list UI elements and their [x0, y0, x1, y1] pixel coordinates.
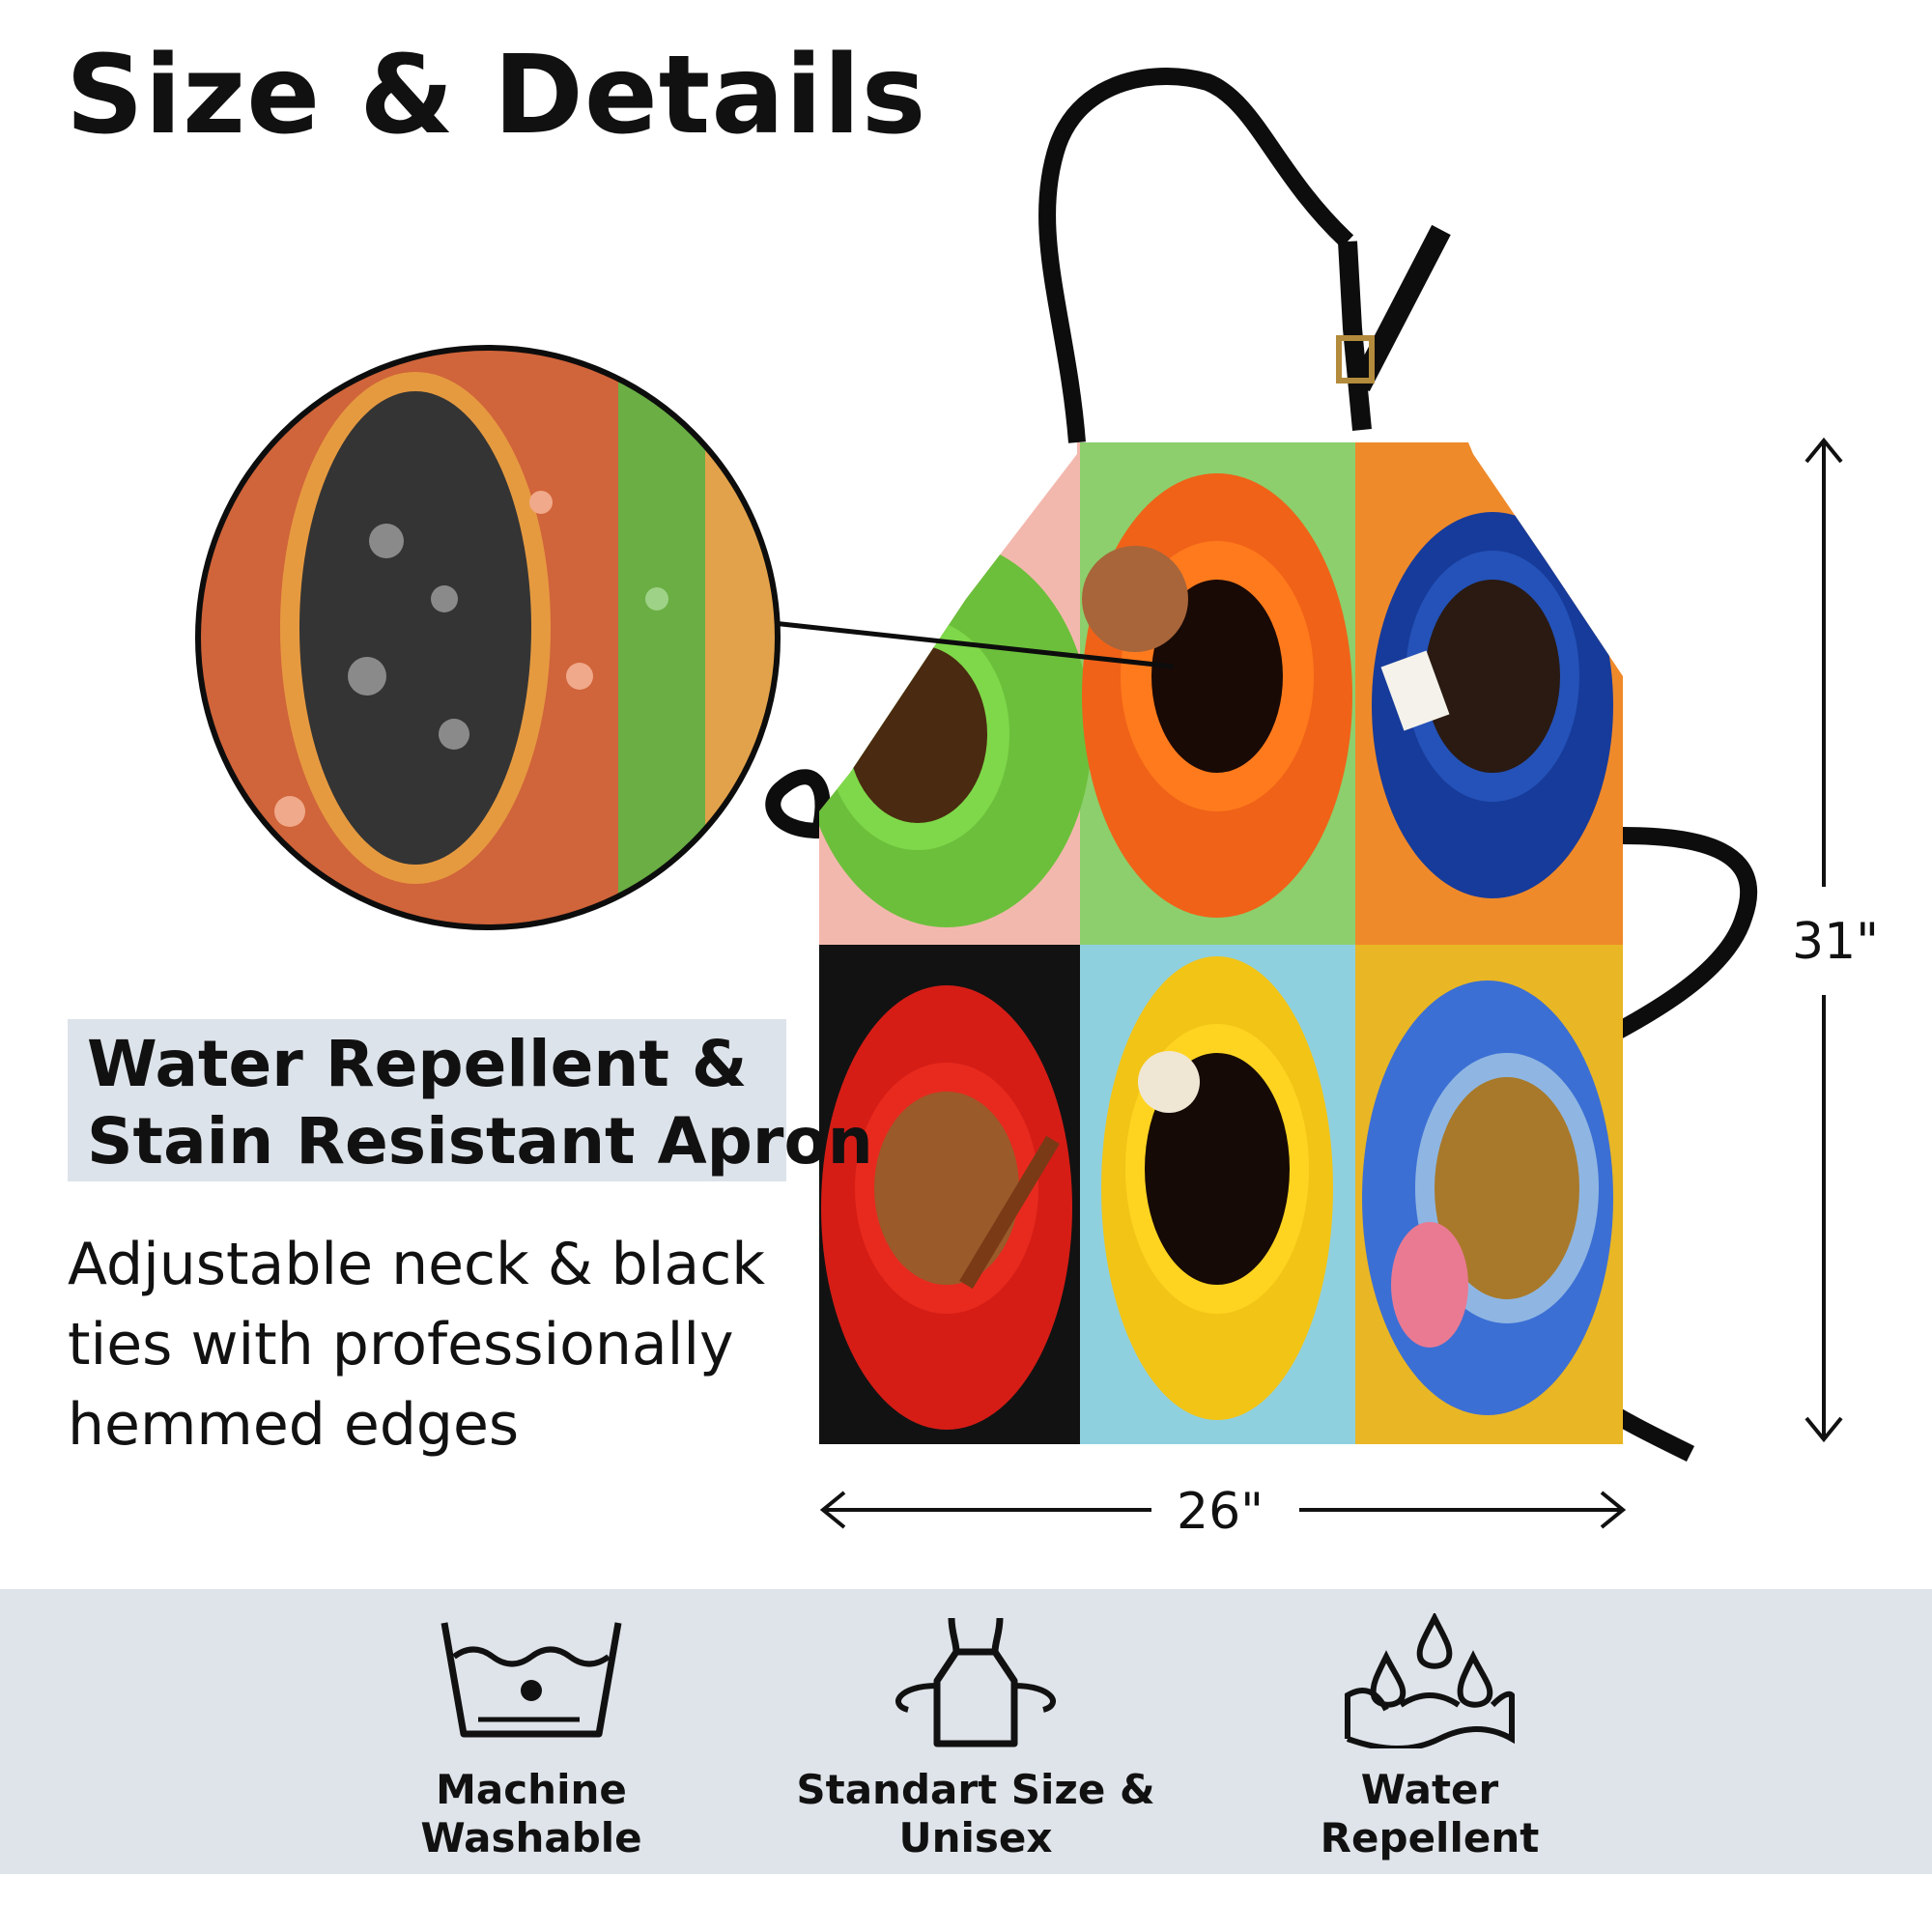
width-dimension	[819, 1491, 1627, 1529]
height-dimension-label: 31"	[1792, 913, 1880, 971]
feature-icon-bar	[0, 1589, 1932, 1874]
product-description: Adjustable neck & black ties with profes…	[68, 1225, 765, 1465]
feature-standard-size: Standart Size & Unisex	[792, 1613, 1159, 1862]
feature-heading: Water Repellent & Stain Resistant Apron	[87, 1026, 873, 1180]
machine-wash-icon	[440, 1622, 622, 1738]
fabric-zoom	[198, 348, 778, 927]
strap-buckle	[1336, 335, 1375, 384]
description-line3: hemmed edges	[68, 1391, 520, 1459]
feature-heading-line1: Water Repellent &	[87, 1027, 748, 1101]
apron-illustration	[195, 67, 1843, 1529]
feature-heading-line2: Stain Resistant Apron	[87, 1104, 873, 1179]
feature-highlight-box	[68, 1019, 786, 1181]
height-dimension	[1804, 437, 1843, 1443]
feature-label-machine-washable: Machine Washable	[420, 1766, 642, 1861]
page-title: Size & Details	[66, 33, 927, 158]
left-tie	[765, 769, 831, 838]
feature-machine-washable: Machine Washable	[348, 1613, 715, 1862]
water-drops-icon	[1345, 1613, 1515, 1748]
feature-label-water-repellent: Water Repellent	[1320, 1766, 1540, 1861]
description-line1: Adjustable neck & black	[68, 1231, 765, 1298]
width-dimension-label: 26"	[1177, 1483, 1264, 1541]
callout-line	[772, 620, 1175, 669]
feature-label-standard-size: Standart Size & Unisex	[796, 1766, 1155, 1861]
feature-water-repellent: Water Repellent	[1246, 1613, 1613, 1862]
neck-strap	[1038, 67, 1354, 443]
description-line2: ties with professionally	[68, 1311, 734, 1378]
apron-icon	[895, 1617, 1056, 1747]
